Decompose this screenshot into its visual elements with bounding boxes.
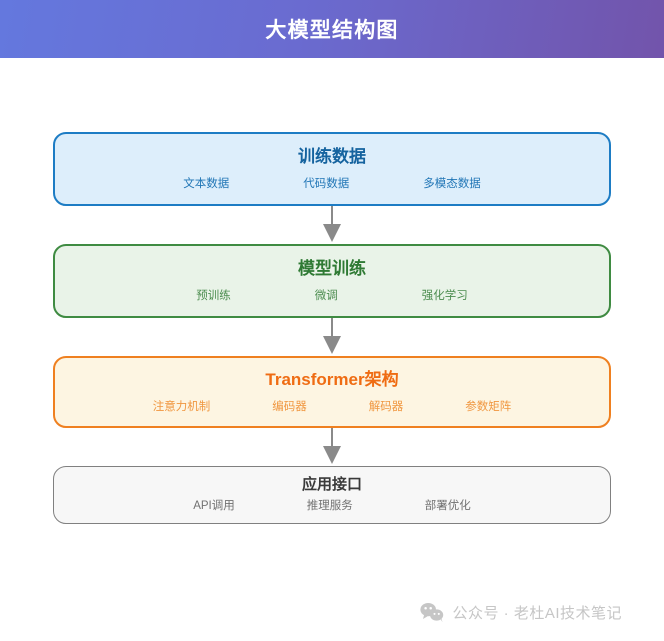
node-subitem-list: API调用 推理服务 部署优化 <box>193 501 471 513</box>
flow-node-training-data[interactable]: 训练数据 文本数据 代码数据 多模态数据 <box>53 132 611 206</box>
node-subitem-list: 文本数据 代码数据 多模态数据 <box>183 177 481 191</box>
node-subitem: 多模态数据 <box>423 177 481 190</box>
arrow-down-icon <box>323 428 341 464</box>
footer-watermark: 公众号 · 老杜AI技术笔记 <box>0 602 664 623</box>
node-title: Transformer架构 <box>265 369 399 389</box>
flow-connector <box>53 206 611 244</box>
node-subitem: 编码器 <box>272 400 307 413</box>
node-title: 应用接口 <box>301 476 362 494</box>
node-subitem: API调用 <box>193 500 235 513</box>
arrow-down-icon <box>323 318 341 354</box>
flow-node-application-interface[interactable]: 应用接口 API调用 推理服务 部署优化 <box>53 466 611 524</box>
node-title: 训练数据 <box>298 146 366 166</box>
node-subitem: 预训练 <box>196 289 231 302</box>
wechat-icon <box>420 603 444 623</box>
flow-node-model-training[interactable]: 模型训练 预训练 微调 强化学习 <box>53 244 611 318</box>
node-subitem: 强化学习 <box>421 289 468 302</box>
node-subitem: 注意力机制 <box>152 400 211 413</box>
footer-content: 公众号 · 老杜AI技术笔记 <box>420 602 622 623</box>
node-subitem-list: 注意力机制 编码器 解码器 参数矩阵 <box>152 400 512 414</box>
node-subitem: 微调 <box>314 289 338 302</box>
node-subitem: 文本数据 <box>183 177 230 190</box>
flow-connector <box>53 428 611 466</box>
node-subitem: 推理服务 <box>306 500 353 513</box>
node-subitem: 代码数据 <box>303 177 350 190</box>
node-subitem: 参数矩阵 <box>465 400 512 413</box>
flow-chart: 训练数据 文本数据 代码数据 多模态数据 模型训练 预训练 微调 强化学习 <box>53 132 611 524</box>
arrow-down-icon <box>323 206 341 242</box>
flow-node-transformer-architecture[interactable]: Transformer架构 注意力机制 编码器 解码器 参数矩阵 <box>53 356 611 428</box>
flow-connector <box>53 318 611 356</box>
page-title: 大模型结构图 <box>265 19 399 42</box>
footer-text: 公众号 · 老杜AI技术笔记 <box>452 605 622 622</box>
node-subitem: 部署优化 <box>424 500 471 513</box>
page-header: 大模型结构图 <box>0 0 664 58</box>
node-subitem: 解码器 <box>368 400 404 413</box>
node-title: 模型训练 <box>298 258 366 278</box>
node-subitem-list: 预训练 微调 强化学习 <box>196 289 468 303</box>
diagram-canvas: 训练数据 文本数据 代码数据 多模态数据 模型训练 预训练 微调 强化学习 <box>0 58 664 524</box>
